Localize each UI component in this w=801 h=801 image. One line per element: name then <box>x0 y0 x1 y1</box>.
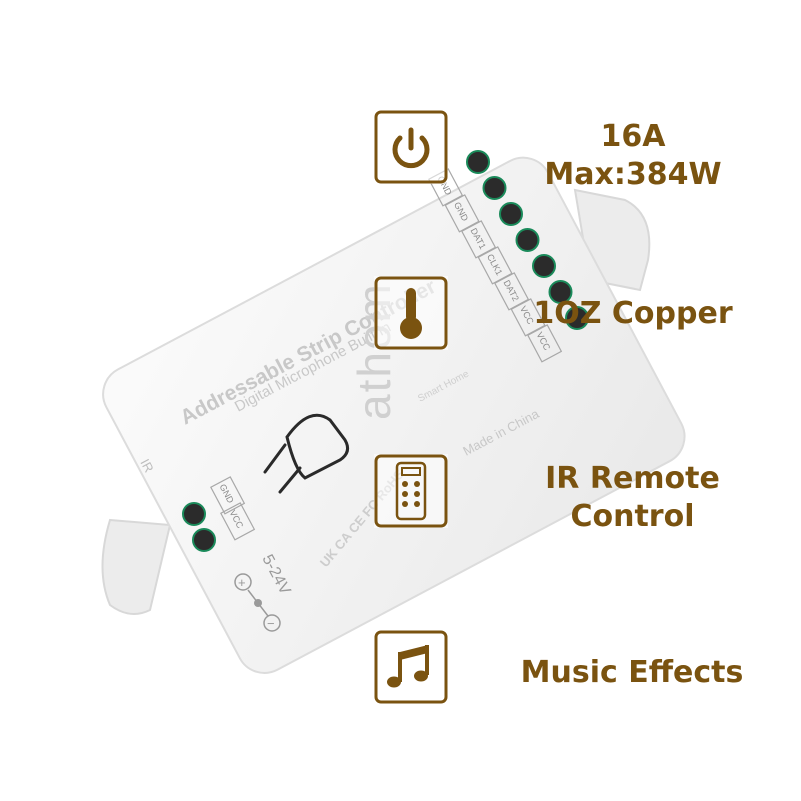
copper-label: 1OZ Copper <box>533 296 733 331</box>
power-rating-text: 16A Max:384W <box>528 118 738 194</box>
plus-symbol-ring <box>234 573 252 591</box>
ir-remote-line1: IR Remote <box>545 461 720 496</box>
copper-text: 1OZ Copper <box>528 295 738 333</box>
music-effects-label: Music Effects <box>520 655 744 690</box>
temperature-feature-icon <box>374 276 448 350</box>
output-terminal-label-box <box>527 324 563 363</box>
music-note-icon <box>374 630 448 704</box>
mounting-tab-left <box>101 518 172 615</box>
remote-feature-icon <box>374 454 448 528</box>
current-rating: 16A <box>600 119 666 154</box>
output-terminal-screw <box>532 254 556 278</box>
output-terminal-screw <box>499 202 523 226</box>
power-feature-icon <box>374 110 448 184</box>
output-terminal-label-box <box>510 298 546 337</box>
input-terminal-screw <box>192 528 216 552</box>
remote-icon <box>374 454 448 528</box>
output-terminal-label-box <box>494 272 530 311</box>
thermometer-icon <box>374 276 448 350</box>
input-terminal-screw <box>182 502 206 526</box>
input-terminal-label-box <box>220 502 256 541</box>
ir-label: IR <box>137 456 156 475</box>
max-wattage: Max:384W <box>544 157 722 192</box>
input-terminal-label-box <box>210 476 246 515</box>
output-terminal-screw <box>565 306 589 330</box>
minus-symbol-ring <box>263 614 281 632</box>
output-terminal-screw <box>548 280 573 304</box>
music-effects-text: Music Effects <box>512 654 752 692</box>
output-terminal-label-box <box>461 220 497 259</box>
ir-remote-line2: Control <box>570 499 695 534</box>
minus-symbol: − <box>267 616 275 631</box>
power-icon <box>374 110 448 184</box>
polarity-dot <box>254 599 262 607</box>
output-terminal-screw <box>515 228 540 252</box>
plus-symbol: + <box>238 575 246 590</box>
output-terminal-screw <box>466 150 490 174</box>
device-body <box>102 156 686 674</box>
output-terminal-label-box <box>477 246 513 285</box>
music-feature-icon <box>374 630 448 704</box>
output-terminal-label-box <box>444 194 480 233</box>
microphone-symbol <box>263 413 350 494</box>
output-terminal-screw <box>482 176 507 200</box>
ir-remote-text: IR Remote Control <box>520 460 745 536</box>
